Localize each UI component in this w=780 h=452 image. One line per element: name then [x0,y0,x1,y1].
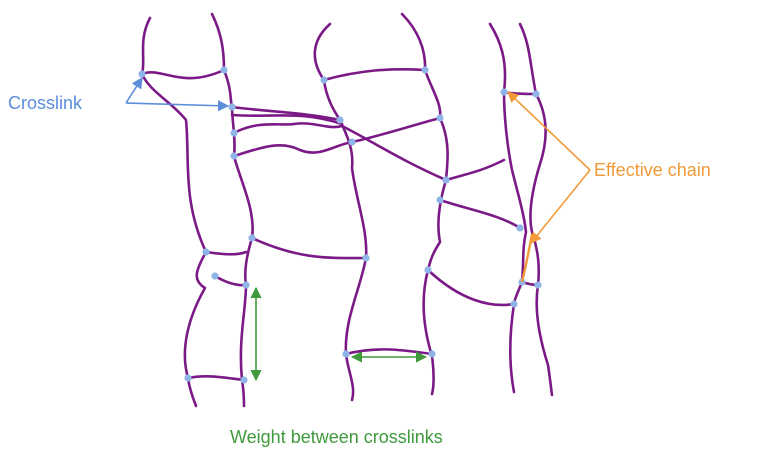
crosslink-node [436,196,443,203]
polymer-chain [428,270,514,305]
effective-chain-arrow [531,170,590,243]
crosslink-node [230,129,237,136]
crosslink-node [424,266,431,273]
effective-chain-annotation-arrows [508,92,590,243]
polymer-chains [142,14,552,406]
crosslink-node [532,90,539,97]
crosslink-node [242,281,249,288]
polymer-chain [440,200,520,228]
crosslink-arrow [126,103,228,106]
crosslink-node [211,272,218,279]
polymer-chain [206,252,246,254]
polymer-chain [342,126,446,180]
crosslink-node [320,76,327,83]
crosslink-annotation-arrows [126,78,228,106]
crosslink-node [534,281,541,288]
crosslink-node [510,300,517,307]
crosslink-node [230,152,237,159]
polymer-chain [234,142,352,156]
polymer-chain [252,238,366,258]
polymer-chain [234,123,342,133]
crosslink-node [228,103,235,110]
polymer-chain [215,276,246,285]
crosslink-node [138,70,145,77]
polymer-chain [490,24,526,392]
crosslink-node [500,88,507,95]
crosslink-node [202,248,209,255]
weight-annotation-arrows [256,288,426,380]
crosslink-node [428,350,435,357]
crosslink-node [442,176,449,183]
crosslink-node [516,224,523,231]
polymer-chain [346,349,432,354]
crosslink-nodes [138,66,541,383]
weight-between-crosslinks-label: Weight between crosslinks [230,427,443,448]
crosslink-node [436,114,443,121]
polymer-chain [324,69,425,80]
polymer-chain [352,118,440,142]
crosslink-label: Crosslink [8,93,82,114]
crosslink-node [342,350,349,357]
crosslink-node [248,234,255,241]
crosslink-node [421,66,428,73]
effective-chain-label: Effective chain [594,160,711,181]
crosslink-node [336,116,343,123]
polymer-chain [142,70,224,78]
effective-chain-arrow [508,92,590,170]
polymer-chain [446,160,504,180]
polymer-chain [188,376,244,380]
polymer-chain [520,24,552,395]
crosslink-node [362,254,369,261]
crosslink-node [184,374,191,381]
crosslink-node [220,66,227,73]
crosslink-node [240,376,247,383]
crosslink-node [348,138,355,145]
crosslink-arrow [126,78,142,103]
